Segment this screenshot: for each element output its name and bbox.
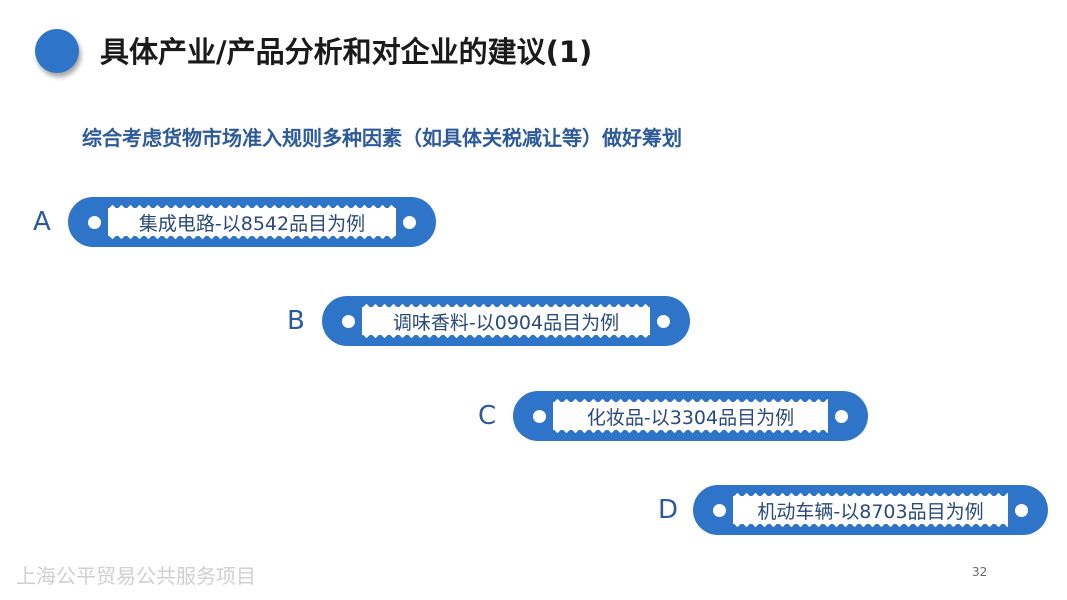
tag-item-b[interactable]: 调味香料-以0904品目为例	[322, 296, 690, 346]
item-letter-d: D	[658, 495, 679, 525]
item-letter-a: A	[33, 207, 51, 237]
hole-icon	[342, 315, 355, 328]
tag-label: 集成电路-以8542品目为例	[108, 203, 396, 241]
hole-icon	[88, 216, 101, 229]
tag-label: 调味香料-以0904品目为例	[362, 302, 650, 340]
tag-item-d[interactable]: 机动车辆-以8703品目为例	[693, 485, 1048, 535]
tag-item-a[interactable]: 集成电路-以8542品目为例	[68, 197, 436, 247]
tag-item-c[interactable]: 化妆品-以3304品目为例	[513, 391, 868, 441]
item-letter-c: C	[478, 401, 497, 431]
hole-icon	[533, 410, 546, 423]
tag-label: 机动车辆-以8703品目为例	[733, 491, 1008, 529]
hole-icon	[1015, 504, 1028, 517]
title-bullet-icon	[35, 29, 79, 73]
footer-text: 上海公平贸易公共服务项目	[16, 564, 256, 588]
page-number: 32	[972, 565, 988, 579]
page-title: 具体产业/产品分析和对企业的建议(1)	[100, 35, 593, 69]
tag-label: 化妆品-以3304品目为例	[553, 397, 828, 435]
item-letter-b: B	[287, 306, 305, 336]
hole-icon	[403, 216, 416, 229]
hole-icon	[713, 504, 726, 517]
hole-icon	[835, 410, 848, 423]
subtitle: 综合考虑货物市场准入规则多种因素（如具体关税减让等）做好筹划	[82, 126, 682, 150]
hole-icon	[657, 315, 670, 328]
